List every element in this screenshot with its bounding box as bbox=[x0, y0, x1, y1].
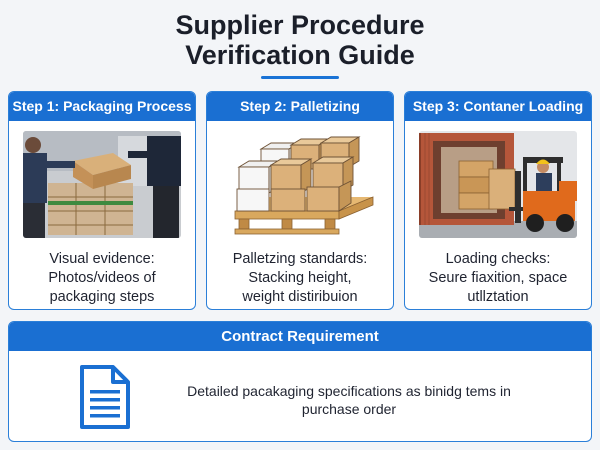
step-2-description: Palletzing standards: Stacking height, w… bbox=[211, 250, 389, 307]
step-3-description: Loading checks: Seure fiaxition, space u… bbox=[409, 250, 587, 307]
step-1-header: Step 1: Packaging Process bbox=[9, 92, 195, 121]
contract-requirement-panel: Contract Requirement Detailed pacakaging… bbox=[8, 321, 592, 442]
step-2-text-line: Stacking height, bbox=[248, 270, 352, 286]
title-underline bbox=[261, 76, 339, 79]
step-1-text-line: Photos/videos of bbox=[48, 270, 156, 286]
step-3-text-line: utllztation bbox=[467, 289, 529, 305]
container-forklift-photo-icon bbox=[419, 131, 577, 238]
contract-text-line: purchase order bbox=[301, 401, 397, 417]
step-3-header: Step 3: Contaner Loading bbox=[405, 92, 591, 121]
step-3-text-line: Loading checks: bbox=[445, 251, 551, 267]
step-1-text-line: Visual evidence: bbox=[49, 251, 155, 267]
step-card-palletizing: Step 2: Palletizing bbox=[206, 91, 394, 310]
pallet-boxes-illustration-icon bbox=[221, 131, 379, 238]
step-1-description: Visual evidence: Photos/videos of packag… bbox=[13, 250, 191, 307]
packaging-photo-icon bbox=[23, 131, 181, 238]
step-3-text-line: Seure fiaxition, space bbox=[428, 270, 568, 286]
step-2-text-line: weight distiribuion bbox=[242, 289, 358, 305]
page-title-line-1: Supplier Procedure bbox=[175, 10, 425, 40]
step-card-container-loading: Step 3: Contaner Loading bbox=[404, 91, 592, 310]
step-card-packaging: Step 1: Packaging Process bbox=[8, 91, 196, 310]
page-title: Supplier Procedure Verification Guide bbox=[0, 10, 600, 70]
step-1-text-line: packaging steps bbox=[49, 289, 155, 305]
contract-text-line: Detailed pacakaging specifications as bi… bbox=[187, 383, 511, 399]
step-2-text-line: Palletzing standards: bbox=[232, 251, 368, 267]
document-icon bbox=[80, 365, 130, 429]
contract-description: Detailed pacakaging specifications as bi… bbox=[169, 382, 529, 418]
page-title-line-2: Verification Guide bbox=[185, 40, 415, 70]
contract-header: Contract Requirement bbox=[9, 322, 591, 351]
step-2-header: Step 2: Palletizing bbox=[207, 92, 393, 121]
